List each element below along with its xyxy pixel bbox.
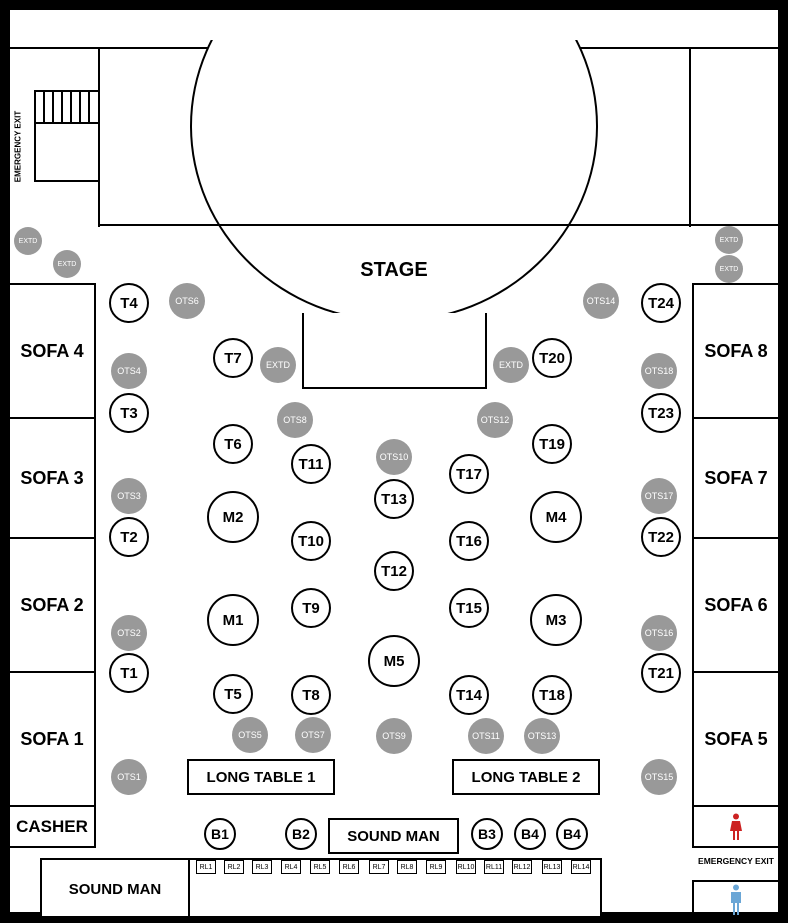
men-restroom: [692, 880, 780, 915]
extd-4[interactable]: EXTD: [493, 347, 529, 383]
table-t7[interactable]: T7: [213, 338, 253, 378]
table-b3[interactable]: B3: [471, 818, 503, 850]
ots-5[interactable]: OTS5: [232, 717, 268, 753]
ots-17[interactable]: OTS17: [641, 478, 677, 514]
sofa-5[interactable]: SOFA 5: [692, 671, 780, 807]
ots-16[interactable]: OTS16: [641, 615, 677, 651]
rail-7[interactable]: RL7: [369, 860, 389, 874]
table-t9[interactable]: T9: [291, 588, 331, 628]
table-t21[interactable]: T21: [641, 653, 681, 693]
man-restroom-icon: [731, 884, 741, 915]
stage-runway: [302, 313, 487, 389]
table-t12[interactable]: T12: [374, 551, 414, 591]
rail-5[interactable]: RL5: [310, 860, 330, 874]
table-b4[interactable]: B4: [556, 818, 588, 850]
rail-8[interactable]: RL8: [397, 860, 417, 874]
ots-12[interactable]: OTS12: [477, 402, 513, 438]
ots-6[interactable]: OTS6: [169, 283, 205, 319]
table-t23[interactable]: T23: [641, 393, 681, 433]
table-t13[interactable]: T13: [374, 479, 414, 519]
table-m3[interactable]: M3: [530, 594, 582, 646]
table-t22[interactable]: T22: [641, 517, 681, 557]
table-t4[interactable]: T4: [109, 283, 149, 323]
table-t18[interactable]: T18: [532, 675, 572, 715]
ots-15[interactable]: OTS15: [641, 759, 677, 795]
ots-10[interactable]: OTS10: [376, 439, 412, 475]
sofa-6[interactable]: SOFA 6: [692, 537, 780, 673]
table-t15[interactable]: T15: [449, 588, 489, 628]
table-t17[interactable]: T17: [449, 454, 489, 494]
rail-6[interactable]: RL6: [339, 860, 359, 874]
sofa-3[interactable]: SOFA 3: [8, 417, 96, 539]
table-m5[interactable]: M5: [368, 635, 420, 687]
table-t14[interactable]: T14: [449, 675, 489, 715]
table-m2[interactable]: M2: [207, 491, 259, 543]
table-t16[interactable]: T16: [449, 521, 489, 561]
table-t6[interactable]: T6: [213, 424, 253, 464]
women-restroom: [692, 805, 780, 848]
sofa-7[interactable]: SOFA 7: [692, 417, 780, 539]
ots-9[interactable]: OTS9: [376, 718, 412, 754]
table-t2[interactable]: T2: [109, 517, 149, 557]
long-table-2[interactable]: LONG TABLE 2: [452, 759, 600, 795]
rail-13[interactable]: RL13: [542, 860, 562, 874]
ots-2[interactable]: OTS2: [111, 615, 147, 651]
sofa-8[interactable]: SOFA 8: [692, 283, 780, 419]
table-t5[interactable]: T5: [213, 674, 253, 714]
rail-9[interactable]: RL9: [426, 860, 446, 874]
rail-10[interactable]: RL10: [456, 860, 476, 874]
emergency-exit-left-label: EMERGENCY EXIT: [13, 110, 23, 183]
backstage-right-wall: [689, 47, 691, 227]
rail-3[interactable]: RL3: [252, 860, 272, 874]
stage-label: STAGE: [360, 258, 428, 281]
sofa-4[interactable]: SOFA 4: [8, 283, 96, 419]
extd-5[interactable]: EXTD: [715, 226, 743, 254]
table-t19[interactable]: T19: [532, 424, 572, 464]
table-t10[interactable]: T10: [291, 521, 331, 561]
rail-2[interactable]: RL2: [224, 860, 244, 874]
woman-restroom-icon: [730, 813, 742, 840]
table-b1[interactable]: B1: [204, 818, 236, 850]
sound-man-room: [40, 858, 190, 918]
rail-14[interactable]: RL14: [571, 860, 591, 874]
extd-1[interactable]: EXTD: [14, 227, 42, 255]
long-table-1[interactable]: LONG TABLE 1: [187, 759, 335, 795]
table-t8[interactable]: T8: [291, 675, 331, 715]
table-t24[interactable]: T24: [641, 283, 681, 323]
ots-14[interactable]: OTS14: [583, 283, 619, 319]
table-b2[interactable]: B2: [285, 818, 317, 850]
ots-18[interactable]: OTS18: [641, 353, 677, 389]
sofa-1[interactable]: SOFA 1: [8, 671, 96, 807]
rail-11[interactable]: RL11: [484, 860, 504, 874]
rail-1[interactable]: RL1: [196, 860, 216, 874]
ots-11[interactable]: OTS11: [468, 718, 504, 754]
ots-1[interactable]: OTS1: [111, 759, 147, 795]
extd-3[interactable]: EXTD: [260, 347, 296, 383]
rail-4[interactable]: RL4: [281, 860, 301, 874]
emergency-exit-right-label: EMERGENCY EXIT: [698, 856, 774, 866]
table-t3[interactable]: T3: [109, 393, 149, 433]
ots-8[interactable]: OTS8: [277, 402, 313, 438]
ots-4[interactable]: OTS4: [111, 353, 147, 389]
table-b4[interactable]: B4: [514, 818, 546, 850]
sofa-2[interactable]: SOFA 2: [8, 537, 96, 673]
rail-12[interactable]: RL12: [512, 860, 532, 874]
table-t11[interactable]: T11: [291, 444, 331, 484]
extd-2[interactable]: EXTD: [53, 250, 81, 278]
casher: CASHER: [8, 805, 96, 848]
venue-floor: EMERGENCY EXIT STAGE SOFA 4 SOFA 3 SOFA …: [8, 0, 780, 918]
table-t1[interactable]: T1: [109, 653, 149, 693]
extd-6[interactable]: EXTD: [715, 255, 743, 283]
ots-13[interactable]: OTS13: [524, 718, 560, 754]
ots-7[interactable]: OTS7: [295, 717, 331, 753]
stairs: [34, 90, 100, 182]
bar-counter: [188, 858, 602, 918]
ots-3[interactable]: OTS3: [111, 478, 147, 514]
table-m1[interactable]: M1: [207, 594, 259, 646]
table-m4[interactable]: M4: [530, 491, 582, 543]
table-t20[interactable]: T20: [532, 338, 572, 378]
sound-man-booth: SOUND MAN: [328, 818, 459, 854]
